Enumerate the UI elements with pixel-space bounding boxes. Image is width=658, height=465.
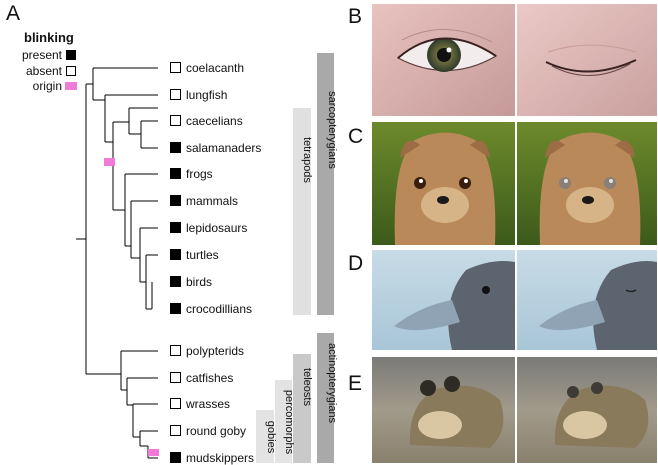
clade-label-sarcopterygians: sarcopterygians — [326, 91, 338, 169]
clade-bar-gobies — [256, 410, 274, 463]
clade-bar-percomorphs — [275, 380, 292, 463]
panel-b-label: B — [348, 5, 362, 28]
clade-bars: sarcopterygians tetrapods actinopterygia… — [256, 53, 338, 463]
clade-label-gobies: gobies — [265, 421, 277, 454]
state-box-polypterids — [170, 345, 181, 356]
clade-bar-teleosts — [293, 354, 311, 463]
state-box-salamanaders — [170, 142, 181, 153]
panel-d-duck: D — [348, 250, 657, 350]
legend-present-swatch — [66, 50, 76, 60]
taxon-label-mammals: mammals — [186, 194, 238, 208]
clade-label-teleosts: teleosts — [301, 368, 313, 406]
clade-bar-actinopterygians — [317, 333, 334, 463]
taxon-label-coelacanth: coelacanth — [186, 61, 244, 75]
panel-a-label: A — [6, 2, 20, 25]
taxon-label-lungfish: lungfish — [186, 88, 227, 102]
panel-c-label: C — [348, 125, 363, 148]
legend-origin-swatch — [65, 82, 77, 90]
state-box-birds — [170, 276, 181, 287]
clade-bar-tetrapods — [293, 108, 311, 315]
origin-marker-mudskippers — [148, 449, 159, 456]
panel-b-human-eye: B — [348, 4, 657, 116]
panel-c-mongoose: C — [348, 122, 657, 245]
taxon-label-round-goby: round goby — [186, 424, 246, 438]
taxon-label-caecelians: caecelians — [186, 114, 243, 128]
state-box-catfishes — [170, 372, 181, 383]
state-box-turtles — [170, 249, 181, 260]
state-box-round-goby — [170, 425, 181, 436]
taxon-list: coelacanth lungfish caecelians salamanaders… — [170, 61, 261, 465]
taxon-label-birds: birds — [186, 275, 212, 289]
blinking-legend: blinking present absent origin — [22, 30, 77, 93]
state-box-caecelians — [170, 115, 181, 126]
clade-label-percomorphs: percomorphs — [283, 390, 295, 455]
legend-present-label: present — [22, 48, 63, 62]
clade-label-actinopterygians: actinopterygians — [326, 343, 338, 424]
state-box-mudskippers — [170, 452, 181, 463]
state-box-frogs — [170, 168, 181, 179]
clade-bar-sarcopterygians — [317, 53, 334, 315]
taxon-label-turtles: turtles — [186, 248, 219, 262]
taxon-label-lepidosaurs: lepidosaurs — [186, 221, 247, 235]
state-box-lungfish — [170, 89, 181, 100]
panel-d-label: D — [348, 252, 363, 275]
legend-absent-swatch — [66, 66, 76, 76]
clade-label-tetrapods: tetrapods — [301, 137, 313, 183]
taxon-label-mudskippers: mudskippers — [186, 451, 254, 465]
taxon-label-salamanaders: salamanaders — [186, 141, 261, 155]
state-box-crocodillians — [170, 303, 181, 314]
taxon-label-wrasses: wrasses — [185, 397, 230, 411]
legend-absent-label: absent — [26, 64, 63, 78]
state-box-mammals — [170, 195, 181, 206]
state-box-wrasses — [170, 398, 181, 409]
state-box-coelacanth — [170, 62, 181, 73]
taxon-label-catfishes: catfishes — [186, 371, 233, 385]
taxon-label-polypterids: polypterids — [186, 344, 244, 358]
legend-origin-label: origin — [33, 79, 62, 93]
taxon-label-frogs: frogs — [186, 167, 213, 181]
phylogeny-tree — [76, 67, 158, 459]
origin-marker-tetrapods — [104, 158, 115, 166]
legend-title: blinking — [24, 30, 74, 45]
panel-e-label: E — [348, 372, 362, 395]
panel-e-mudskipper: E — [348, 357, 657, 463]
state-box-lepidosaurs — [170, 222, 181, 233]
taxon-label-crocodillians: crocodillians — [186, 302, 252, 316]
